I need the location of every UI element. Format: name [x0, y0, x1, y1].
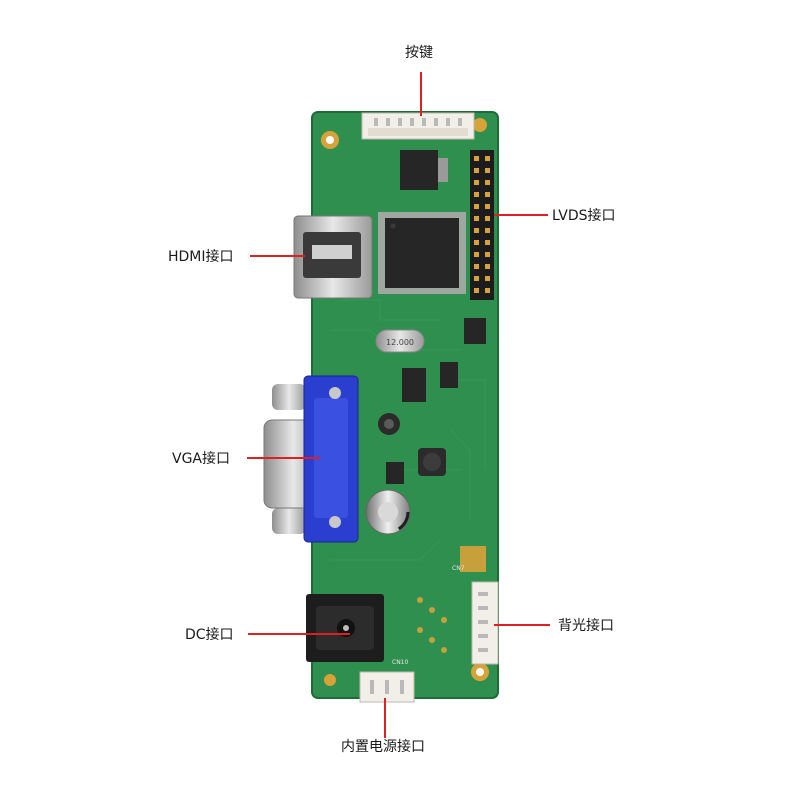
- mounting-holes: [321, 118, 489, 686]
- label-backlight: 背光接口: [558, 618, 614, 634]
- inductor: [418, 448, 446, 476]
- hdmi-port: [293, 215, 373, 299]
- main-chip: [378, 212, 466, 294]
- small-capacitor: [378, 413, 400, 435]
- backlight-connector: [471, 581, 499, 665]
- silkscreen-cn7: CN7: [452, 565, 465, 572]
- label-hdmi: HDMI接口: [168, 249, 234, 265]
- lvds-header: [470, 150, 494, 300]
- label-internal-power: 内置电源接口: [341, 739, 425, 755]
- label-dc: DC接口: [185, 627, 234, 643]
- capacitor: [365, 489, 411, 535]
- dc-jack: [306, 594, 384, 662]
- key-connector: [361, 112, 475, 140]
- label-vga: VGA接口: [172, 451, 231, 467]
- leader-lines: [247, 72, 550, 738]
- regulator-chip: [400, 150, 448, 190]
- small-ics: [386, 318, 486, 484]
- silkscreen-cn10: CN10: [392, 659, 408, 666]
- pcb-traces: [330, 299, 486, 601]
- label-keys: 按键: [405, 45, 433, 61]
- solder-pads: [417, 546, 486, 653]
- crystal-text: 12.000: [386, 338, 414, 347]
- vga-port: [263, 375, 359, 543]
- label-lvds: LVDS接口: [552, 208, 616, 224]
- internal-power-connector: [359, 671, 415, 703]
- crystal-oscillator: 12.000: [375, 329, 425, 353]
